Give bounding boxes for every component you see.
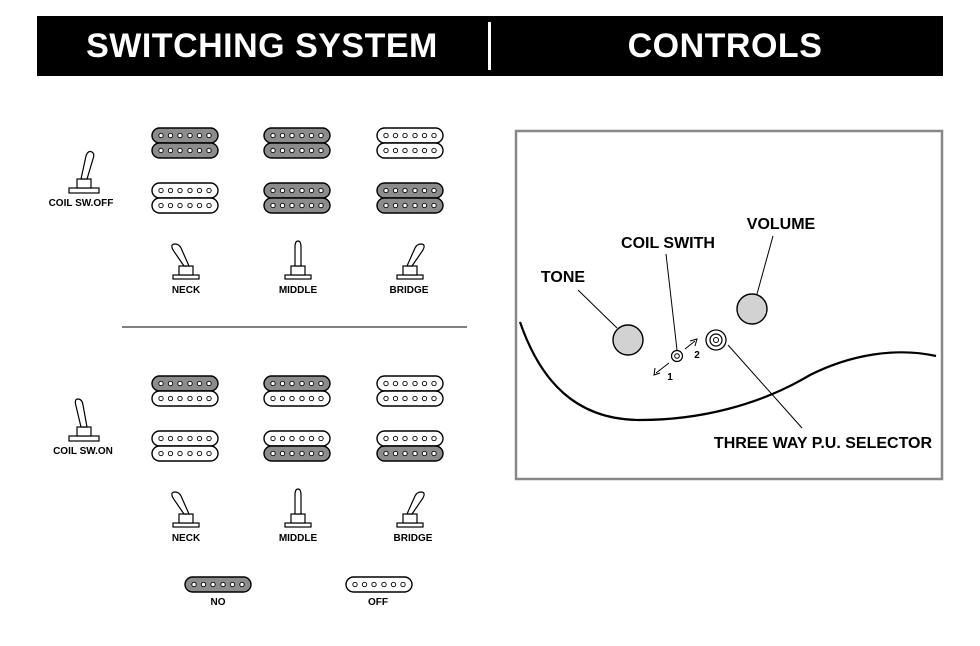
coil bbox=[151, 182, 219, 199]
switch-position-2-label: 2 bbox=[694, 350, 700, 361]
coil bbox=[151, 142, 219, 159]
guitar-body-outline bbox=[518, 321, 937, 422]
bridge-toggle-icon bbox=[396, 243, 425, 280]
controls-panel-frame bbox=[514, 129, 944, 481]
header-divider bbox=[488, 22, 491, 70]
coil bbox=[376, 375, 444, 392]
volume-leader bbox=[756, 235, 774, 295]
coil bbox=[376, 445, 444, 462]
humbucker-neck-off-top bbox=[151, 127, 219, 159]
neck-toggle-icon bbox=[171, 491, 200, 528]
volume-label: VOLUME bbox=[747, 216, 816, 233]
coil bbox=[263, 390, 331, 407]
coil-switch-icon bbox=[670, 349, 684, 363]
coil-switch-label: COIL SWITH bbox=[621, 235, 715, 252]
neck-toggle-icon bbox=[171, 243, 200, 280]
coil bbox=[151, 390, 219, 407]
coil bbox=[263, 127, 331, 144]
volume-knob-icon bbox=[736, 293, 768, 325]
coil bbox=[376, 127, 444, 144]
bridge-toggle-icon bbox=[396, 491, 425, 528]
humbucker-middle-off-bottom bbox=[263, 182, 331, 214]
humbucker-middle-on-bottom bbox=[263, 430, 331, 462]
coil-switch-on-toggle-icon bbox=[68, 398, 100, 442]
tone-knob-icon bbox=[612, 324, 644, 356]
coil bbox=[376, 430, 444, 447]
humbucker-bridge-on-bottom bbox=[376, 430, 444, 462]
coil bbox=[263, 445, 331, 462]
selector-label: THREE WAY P.U. SELECTOR bbox=[714, 435, 933, 452]
humbucker-bridge-on-top bbox=[376, 375, 444, 407]
neck-label: NECK bbox=[172, 285, 201, 296]
humbucker-neck-on-bottom bbox=[151, 430, 219, 462]
legend-inactive-label: OFF bbox=[368, 597, 388, 608]
legend-active-coil bbox=[184, 576, 252, 593]
coil-switch-on-label: COIL SW.ON bbox=[53, 446, 113, 457]
coil bbox=[263, 142, 331, 159]
coil bbox=[151, 197, 219, 214]
humbucker-middle-off-top bbox=[263, 127, 331, 159]
coil bbox=[376, 197, 444, 214]
humbucker-neck-on-top bbox=[151, 375, 219, 407]
selector-leader bbox=[727, 344, 803, 429]
bridge-label: BRIDGE bbox=[390, 285, 429, 296]
switch-position-1-label: 1 bbox=[667, 372, 673, 383]
legend-inactive-coil bbox=[345, 576, 413, 593]
switching-system-title: SWITCHING SYSTEM bbox=[86, 27, 438, 65]
middle-label: MIDDLE bbox=[279, 533, 318, 544]
coil bbox=[151, 375, 219, 392]
middle-label: MIDDLE bbox=[279, 285, 318, 296]
tone-leader bbox=[577, 289, 618, 329]
middle-toggle-icon bbox=[284, 488, 312, 528]
coil-switch-position-arrow bbox=[653, 338, 698, 376]
coil bbox=[376, 142, 444, 159]
coil bbox=[151, 430, 219, 447]
humbucker-bridge-off-top bbox=[376, 127, 444, 159]
controls-title: CONTROLS bbox=[627, 27, 823, 65]
humbucker-middle-on-top bbox=[263, 375, 331, 407]
selector-switch-icon bbox=[705, 329, 727, 351]
coil bbox=[376, 182, 444, 199]
header-banner: SWITCHING SYSTEM CONTROLS bbox=[37, 16, 943, 76]
tone-label: TONE bbox=[541, 269, 585, 286]
coil-switch-off-label: COIL SW.OFF bbox=[49, 198, 114, 209]
coil bbox=[263, 430, 331, 447]
coil bbox=[151, 127, 219, 144]
middle-toggle-icon bbox=[284, 240, 312, 280]
coil-switch-leader bbox=[665, 253, 678, 351]
coil bbox=[151, 445, 219, 462]
coil bbox=[263, 197, 331, 214]
legend-active-label: NO bbox=[211, 597, 226, 608]
humbucker-neck-off-bottom bbox=[151, 182, 219, 214]
coil-switch-off-toggle-icon bbox=[68, 150, 100, 194]
coil bbox=[263, 375, 331, 392]
neck-label: NECK bbox=[172, 533, 201, 544]
humbucker-bridge-off-bottom bbox=[376, 182, 444, 214]
coil bbox=[376, 390, 444, 407]
coil bbox=[263, 182, 331, 199]
bridge-label: BRIDGE bbox=[394, 533, 433, 544]
